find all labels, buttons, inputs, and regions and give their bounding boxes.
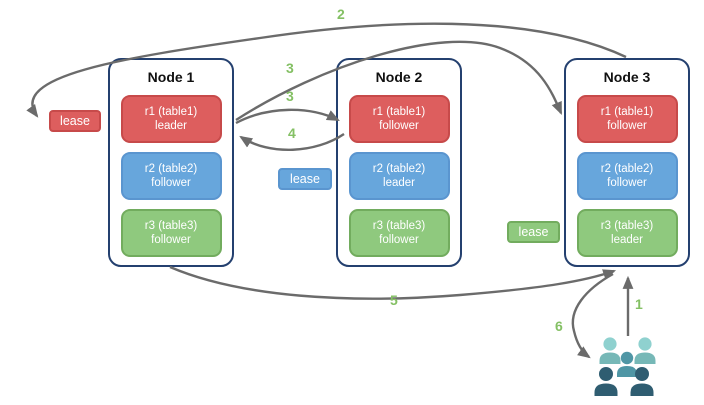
- node-1-title: Node 1: [147, 69, 195, 85]
- node-3-replica-r2: r2 (table2) follower: [576, 152, 678, 200]
- replica-role: follower: [151, 234, 191, 246]
- node-2-replica-r1: r1 (table1) follower: [348, 95, 450, 143]
- lease-badge-table1: lease: [49, 110, 101, 132]
- user-dark-right-icon: [630, 367, 654, 396]
- step-label-2: 2: [337, 6, 345, 22]
- replica-role: leader: [611, 234, 643, 246]
- lease-badge-table2: lease: [278, 168, 332, 190]
- node-2-replica-r2: r2 (table2) leader: [348, 152, 450, 200]
- replica-role: follower: [379, 234, 419, 246]
- node-1-replica-r3: r3 (table3) follower: [120, 209, 222, 257]
- step-label-3b: 3: [286, 88, 294, 104]
- step-label-6: 6: [555, 318, 563, 334]
- node-1-replica-r1: r1 (table1) leader: [120, 95, 222, 143]
- node-2-title: Node 2: [375, 69, 423, 85]
- node-1-replica-r2: r2 (table2) follower: [120, 152, 222, 200]
- step-label-4: 4: [288, 125, 296, 141]
- replica-role: follower: [379, 120, 419, 132]
- node-2: Node 2 r1 (table1) follower r2 (table2) …: [336, 58, 462, 267]
- replica-role: follower: [607, 120, 647, 132]
- replica-name: r2 (table2): [144, 163, 198, 175]
- node-1: Node 1 r1 (table1) leader r2 (table2) fo…: [108, 58, 234, 267]
- user-dark-left-icon: [594, 367, 618, 396]
- replica-name: r1 (table1): [600, 106, 654, 118]
- node-2-replica-r3: r3 (table3) follower: [348, 209, 450, 257]
- replica-name: r3 (table3): [372, 220, 426, 232]
- user-medium-center-icon: [617, 351, 637, 377]
- step-label-3a: 3: [286, 60, 294, 76]
- node-3-replica-r1: r1 (table1) follower: [576, 95, 678, 143]
- replica-role: leader: [383, 177, 415, 189]
- node-3-title: Node 3: [603, 69, 651, 85]
- replica-role: follower: [607, 177, 647, 189]
- replica-name: r3 (table3): [600, 220, 654, 232]
- user-light-right-icon: [634, 337, 656, 364]
- node-3: Node 3 r1 (table1) follower r2 (table2) …: [564, 58, 690, 267]
- step-label-1: 1: [635, 296, 643, 312]
- users-icon: [594, 337, 656, 396]
- replica-name: r2 (table2): [600, 163, 654, 175]
- replica-name: r1 (table1): [372, 106, 426, 118]
- replica-role: leader: [155, 120, 187, 132]
- arrow-step-3-to-node2: [235, 108, 340, 125]
- replica-name: r1 (table1): [144, 106, 198, 118]
- replica-name: r3 (table3): [144, 220, 198, 232]
- user-light-left-icon: [599, 337, 621, 364]
- replica-role: follower: [151, 177, 191, 189]
- replica-name: r2 (table2): [372, 163, 426, 175]
- node-3-replica-r3: r3 (table3) leader: [576, 209, 678, 257]
- lease-badge-table3: lease: [507, 221, 560, 243]
- step-label-5: 5: [390, 292, 398, 308]
